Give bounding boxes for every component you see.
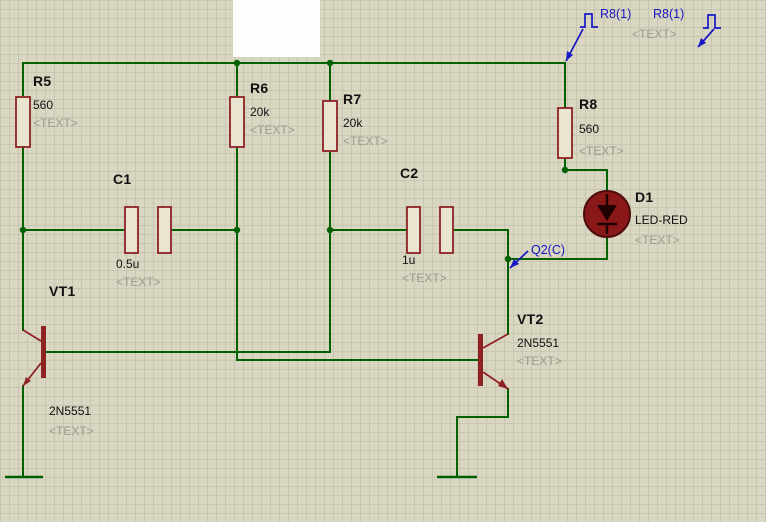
resistor-R6-body[interactable] — [229, 96, 245, 148]
component-value-VT1[interactable]: 2N5551 — [49, 404, 92, 418]
probe-label-rail-left[interactable]: R8(1) — [600, 7, 632, 21]
component-value-R8[interactable]: 560 — [579, 122, 600, 136]
transistor-VT2-body[interactable] — [478, 333, 509, 390]
component-value-R5[interactable]: 560 — [33, 98, 54, 112]
junction-dot — [326, 59, 334, 67]
component-value-R6[interactable]: 20k — [250, 105, 270, 119]
wire-r8-to-led-anode[interactable] — [564, 157, 608, 193]
component-text-placeholder-R5[interactable]: <TEXT> — [33, 116, 78, 130]
component-value-R7[interactable]: 20k — [343, 116, 363, 130]
component-text-placeholder-R6[interactable]: <TEXT> — [250, 123, 295, 137]
vt1-collector-lead — [22, 329, 42, 342]
probe-arrowhead-icon — [566, 51, 573, 61]
resistor-R5-body[interactable] — [15, 96, 31, 148]
component-text-placeholder-C1[interactable]: <TEXT> — [116, 275, 161, 289]
wire-vt2-emitter-to-ground[interactable] — [456, 388, 509, 478]
vt1-base-bar — [41, 326, 46, 378]
capacitor-C1-body[interactable] — [124, 206, 172, 254]
capacitor-plate — [406, 206, 421, 254]
capacitor-plate — [124, 206, 139, 254]
component-value-C2[interactable]: 1u — [402, 253, 416, 267]
wire-power-rail[interactable] — [22, 62, 566, 109]
component-ref-C2[interactable]: C2 — [400, 165, 419, 181]
pulse-waveform-icon — [580, 13, 598, 28]
vt1-emitter-arrow — [23, 377, 31, 386]
junction-dot — [561, 166, 569, 174]
component-ref-C1[interactable]: C1 — [113, 171, 132, 187]
component-text-placeholder-R8[interactable]: <TEXT> — [579, 144, 624, 158]
component-ref-VT1[interactable]: VT1 — [49, 283, 76, 299]
junction-dot — [19, 226, 27, 234]
component-text-placeholder-D1[interactable]: <TEXT> — [635, 233, 680, 247]
component-ref-D1[interactable]: D1 — [635, 189, 654, 205]
junction-dot — [233, 226, 241, 234]
junction-dot — [233, 59, 241, 67]
wire-r6-to-vt2-base[interactable] — [236, 146, 479, 361]
probe-arrowhead-icon — [698, 38, 706, 47]
blank-overlay-region — [233, 0, 320, 57]
resistor-R7-body[interactable] — [322, 100, 338, 152]
wire-led-cathode-to-collector[interactable] — [507, 236, 608, 260]
junction-dots — [19, 59, 569, 263]
pulse-waveform-icon — [703, 14, 721, 29]
wire-r7-to-vt1-base[interactable] — [45, 150, 331, 353]
wires — [5, 62, 608, 479]
probe-q2-collector[interactable] — [509, 250, 529, 269]
probe-arrowhead-icon — [510, 259, 519, 268]
component-ref-R6[interactable]: R6 — [250, 80, 269, 96]
component-value-D1[interactable]: LED-RED — [635, 213, 688, 227]
led-triangle — [597, 205, 617, 221]
probe-text-placeholder[interactable]: <TEXT> — [632, 27, 677, 41]
component-text-placeholder-VT2[interactable]: <TEXT> — [517, 354, 562, 368]
probe-rail-right[interactable] — [697, 14, 721, 48]
probe-label-rail-right[interactable]: R8(1) — [653, 7, 685, 21]
junction-dot — [504, 255, 512, 263]
component-ref-R5[interactable]: R5 — [33, 73, 52, 89]
component-ref-VT2[interactable]: VT2 — [517, 311, 544, 327]
probe-rail-left[interactable] — [565, 13, 598, 62]
component-value-C1[interactable]: 0.5u — [116, 257, 140, 271]
vt2-base-bar — [478, 334, 483, 386]
vt2-collector-lead — [482, 333, 509, 349]
capacitor-C2-body[interactable] — [406, 206, 454, 254]
probe-label-q2-collector[interactable]: Q2(C) — [531, 243, 566, 257]
transistor-VT1-body[interactable] — [22, 326, 46, 387]
component-text-placeholder-VT1[interactable]: <TEXT> — [49, 424, 94, 438]
component-text-placeholder-R7[interactable]: <TEXT> — [343, 134, 388, 148]
capacitor-plate — [157, 206, 172, 254]
vt2-emitter-arrow — [498, 379, 508, 389]
component-text-placeholder-C2[interactable]: <TEXT> — [402, 271, 447, 285]
wire-c2-right-to-vt2-collector[interactable] — [452, 229, 509, 335]
junction-dot — [326, 226, 334, 234]
component-value-VT2[interactable]: 2N5551 — [517, 336, 560, 350]
component-ref-R7[interactable]: R7 — [343, 91, 362, 107]
led-D1-body[interactable] — [583, 190, 631, 238]
component-ref-R8[interactable]: R8 — [579, 96, 598, 112]
capacitor-plate — [439, 206, 454, 254]
resistor-R8-body[interactable] — [557, 107, 573, 159]
